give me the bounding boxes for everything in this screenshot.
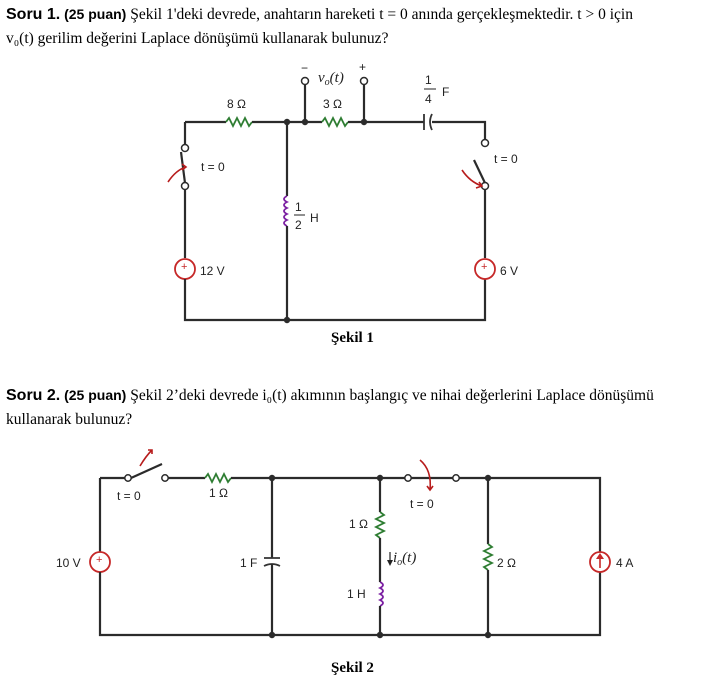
- question-2-text: Şekil 2’deki devrede i₀(t) akımının başl…: [130, 387, 654, 404]
- label-switch-left: t = 0: [117, 489, 141, 503]
- label-cap-den: 4: [425, 92, 432, 106]
- capacitor-quarter-farad: [423, 113, 433, 131]
- question-1-text-2: v₀(t) gerilim değerini Laplace dönüşümü …: [6, 30, 389, 47]
- label-cap-unit: F: [442, 85, 449, 99]
- resistor-top-1-ohm: [204, 471, 232, 485]
- label-r1: 8 Ω: [227, 97, 246, 111]
- voltage-source-6v: [474, 258, 496, 280]
- switch-arrow-left-icon: [167, 163, 188, 183]
- question-2-lead: Soru 2.: [6, 387, 61, 404]
- source-v-plus: +: [96, 554, 102, 566]
- label-cap-num: 1: [425, 73, 432, 87]
- question-1-lead: Soru 1.: [6, 6, 61, 23]
- resistor-2-ohm: [481, 543, 495, 571]
- label-source-i: 4 A: [616, 556, 633, 570]
- question-2-text-2: kullanarak bulunuz?: [6, 411, 133, 428]
- label-source-left: 12 V: [200, 264, 225, 278]
- question-1-points: (25 puan): [64, 6, 127, 22]
- resistor-middle-1-ohm: [373, 511, 387, 539]
- figure-1-caption: Şekil 1: [331, 330, 374, 346]
- question-2-points: (25 puan): [64, 387, 127, 403]
- question-1: Soru 1. (25 puan) Şekil 1'deki devrede, …: [6, 2, 706, 51]
- question-1-text: Şekil 1'deki devrede, anahtarın hareketi…: [130, 6, 633, 23]
- label-source-v: 10 V: [56, 556, 81, 570]
- figure-2-circuit: 10 V + t = 0 1 Ω 1 F 1 Ω 1 H io(t) t = 0…: [56, 449, 633, 639]
- label-vout-plus: +: [359, 60, 366, 74]
- source-left-plus: +: [181, 261, 187, 273]
- switch-arrow-left-icon: [139, 449, 153, 467]
- figure-1-circuit: 8 Ω 3 Ω 1 4 F 1 2 H − + vo(t) t = 0 t = …: [167, 60, 518, 324]
- label-switch-right: t = 0: [410, 497, 434, 511]
- label-switch-left: t = 0: [201, 160, 225, 174]
- switch-arrow-right-icon: [419, 459, 434, 492]
- label-switch-right: t = 0: [494, 152, 518, 166]
- label-ind: 1 H: [347, 587, 366, 601]
- label-ind-unit: H: [310, 211, 319, 225]
- question-2: Soru 2. (25 puan) Şekil 2’deki devrede i…: [6, 383, 706, 432]
- label-r2: 3 Ω: [323, 97, 342, 111]
- label-source-right: 6 V: [500, 264, 518, 278]
- label-vout-minus: −: [301, 61, 308, 75]
- switch-arrow-right-icon: [461, 169, 484, 189]
- label-ind-den: 2: [295, 218, 302, 232]
- inductor-1-henry: [377, 581, 384, 607]
- label-r-top: 1 Ω: [209, 486, 228, 500]
- label-ind-num: 1: [295, 200, 302, 214]
- label-cap: 1 F: [240, 556, 257, 570]
- resistor-8-ohm: [225, 115, 253, 129]
- label-r-mid: 1 Ω: [349, 517, 368, 531]
- label-vout: vo(t): [318, 70, 344, 88]
- inductor-half-henry: [283, 195, 290, 227]
- label-r-right: 2 Ω: [497, 556, 516, 570]
- source-right-plus: +: [481, 261, 487, 273]
- figure-2-caption: Şekil 2: [331, 660, 374, 676]
- resistor-3-ohm: [321, 115, 349, 129]
- label-io: io(t): [393, 550, 416, 568]
